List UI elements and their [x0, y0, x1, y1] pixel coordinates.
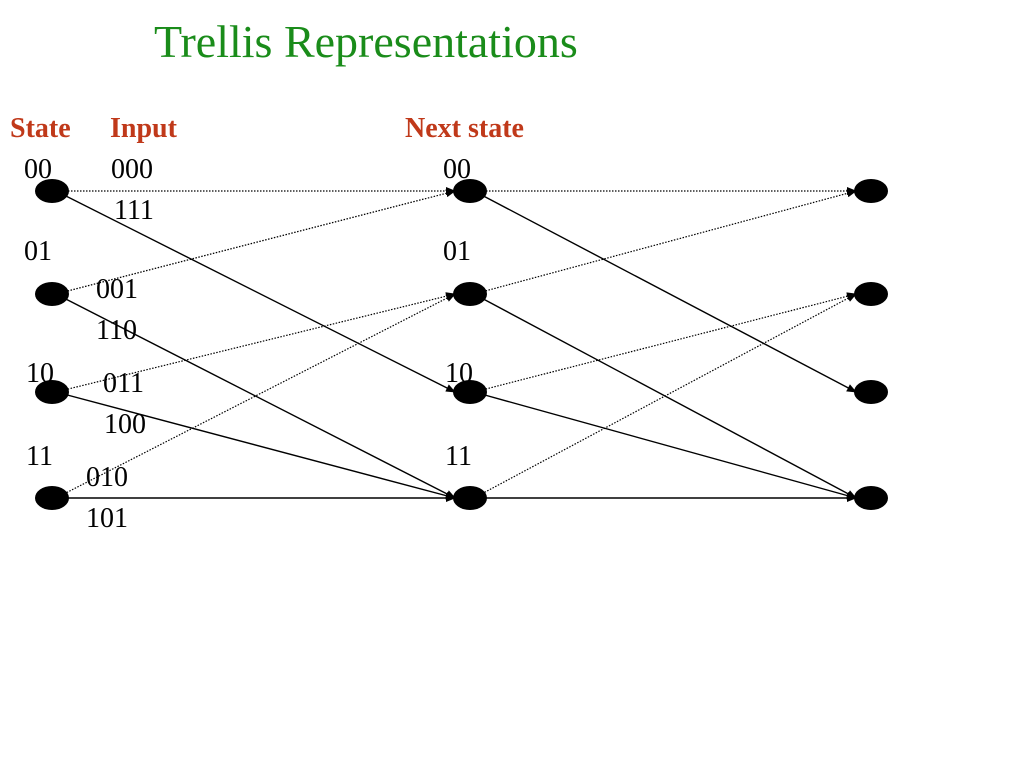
state-column-header: State — [10, 113, 71, 144]
state-node-00-stage-1 — [453, 179, 487, 203]
input-label-011: 011 — [103, 368, 144, 399]
state-node-01-stage-1 — [453, 282, 487, 306]
edge-11-to-01-stage-2 — [473, 293, 857, 499]
edge-01-to-11-stage-1 — [55, 293, 456, 499]
state-node-11-stage-2 — [854, 486, 888, 510]
input-label-111: 111 — [114, 195, 154, 226]
input-label-101: 101 — [86, 503, 128, 534]
transition-edges — [55, 187, 857, 502]
slide-title: Trellis Representations — [154, 16, 578, 67]
state-node-00-stage-0 — [35, 179, 69, 203]
state-node-01-stage-0 — [35, 282, 69, 306]
state-node-01-stage-2 — [854, 282, 888, 306]
input-column-header: Input — [110, 113, 177, 144]
edge-01-to-00-stage-2 — [473, 189, 857, 295]
input-label-001: 001 — [96, 274, 138, 305]
state-node-10-stage-0 — [35, 380, 69, 404]
state-node-10-stage-1 — [453, 380, 487, 404]
state-node-00-stage-2 — [854, 179, 888, 203]
edge-01-to-00-stage-1 — [55, 189, 456, 295]
state-node-11-stage-1 — [453, 486, 487, 510]
state-node-11-stage-0 — [35, 486, 69, 510]
next-state-label-11: 11 — [445, 441, 472, 472]
input-label-110: 110 — [96, 315, 137, 346]
state-label-11: 11 — [26, 441, 53, 472]
edge-10-to-01-stage-1 — [55, 292, 456, 393]
edge-10-to-11-stage-2 — [473, 391, 857, 500]
state-node-10-stage-2 — [854, 380, 888, 404]
edge-00-to-10-stage-1 — [55, 190, 456, 393]
edge-00-to-10-stage-2 — [473, 190, 857, 393]
next-state-column-header: Next state — [405, 113, 524, 144]
edge-11-to-01-stage-1 — [55, 293, 456, 499]
state-nodes — [35, 179, 888, 510]
edge-10-to-01-stage-2 — [473, 292, 857, 393]
edge-10-to-11-stage-1 — [55, 391, 456, 500]
input-label-000: 000 — [111, 154, 153, 185]
next-state-label-01: 01 — [443, 236, 471, 267]
input-label-010: 010 — [86, 462, 128, 493]
state-label-01: 01 — [24, 236, 52, 267]
